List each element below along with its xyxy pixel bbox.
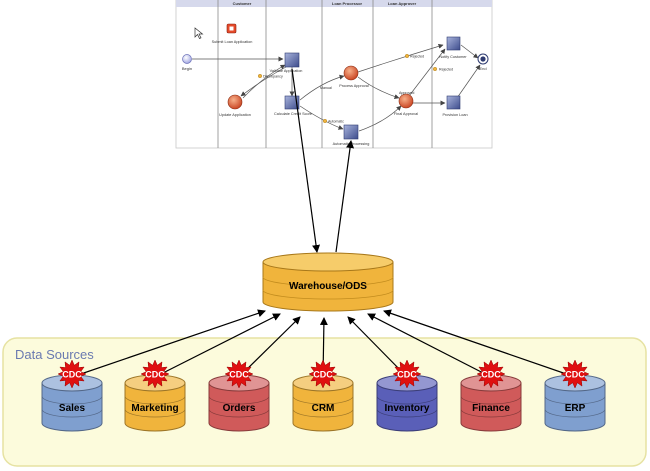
- flow-labels: Discrepancy Manual Automatic Approved Re…: [258, 54, 453, 124]
- gear-icon: [323, 118, 328, 123]
- credit-label: Calculate Credit Score: [274, 112, 312, 116]
- cdc-badge-icon: [308, 359, 338, 389]
- data-sources: SalesCDCMarketingCDCOrdersCDCCRMCDCInven…: [41, 359, 606, 432]
- process-decision: Process Approval: [339, 65, 369, 88]
- update-decision: Update Application: [219, 94, 251, 117]
- data-source-orders-cylinder: Orders CDC: [208, 359, 270, 432]
- notify-task: Notify Customer: [439, 36, 467, 59]
- workflow-frame: [175, 0, 493, 149]
- process-label: Process Approval: [339, 84, 369, 88]
- begin-label: Begin: [182, 66, 192, 71]
- workflow-diagram: Customer Loan Processor Loan Approver: [175, 0, 493, 149]
- cdc-badge-icon: [224, 359, 254, 389]
- lane-label-loan-approver: Loan Approver: [388, 1, 417, 6]
- data-source-label: Sales: [59, 403, 86, 414]
- provision-label: Provision Loan: [442, 113, 467, 117]
- cdc-badge-label: CDC: [313, 370, 333, 380]
- data-source-inventory-cylinder: Inventory CDC: [376, 359, 438, 432]
- lane-header-bar: [176, 0, 492, 7]
- warehouse-cylinder: Warehouse/ODS: [262, 252, 394, 312]
- cdc-badge-icon: [392, 359, 422, 389]
- lane-label-loan-processor: Loan Processor: [332, 1, 363, 6]
- cdc-badge-label: CDC: [229, 370, 249, 380]
- validate-label: Validate Application: [270, 69, 303, 73]
- data-source-finance-cylinder: Finance CDC: [460, 359, 522, 432]
- rejected-label: Rejected: [410, 55, 424, 59]
- cdc-badge-icon: [57, 359, 87, 389]
- provision-task: Provision Loan: [442, 95, 468, 117]
- cdc-badge-label: CDC: [397, 370, 417, 380]
- submit-task: Submit Loan Application: [212, 23, 253, 44]
- update-label: Update Application: [219, 113, 251, 117]
- source-arrow: [367, 313, 492, 378]
- discrepancy-label: Discrepancy: [263, 75, 283, 79]
- validate-task: Validate Application: [270, 52, 303, 73]
- gear-icon: [433, 66, 438, 71]
- data-source-label: CRM: [312, 403, 335, 414]
- cdc-badge-icon: [140, 359, 170, 389]
- data-source-label: Orders: [223, 403, 256, 414]
- cdc-badge-label: CDC: [565, 370, 585, 380]
- data-source-marketing-cylinder: Marketing CDC: [124, 359, 186, 432]
- data-source-sales-cylinder: Sales CDC: [41, 359, 103, 432]
- credit-task: Calculate Credit Score: [274, 95, 312, 116]
- mouse-cursor-icon: [194, 27, 204, 39]
- cdc-badge-label: CDC: [481, 370, 501, 380]
- gear-icon: [405, 54, 410, 59]
- cdc-badge-label: CDC: [62, 370, 82, 380]
- data-source-label: Inventory: [384, 403, 429, 414]
- gear-icon: [258, 73, 263, 78]
- start-event: Begin: [182, 54, 192, 71]
- submit-label: Submit Loan Application: [212, 40, 253, 44]
- data-sources-title: Data Sources: [15, 347, 94, 362]
- data-source-label: Finance: [472, 403, 510, 414]
- source-arrow: [383, 309, 576, 378]
- automatic-label: Automatic: [328, 120, 344, 124]
- data-source-erp-cylinder: ERP CDC: [544, 359, 606, 432]
- warehouse-workflow-arrows: [291, 68, 355, 253]
- warehouse-label: Warehouse/ODS: [289, 281, 367, 292]
- final-decision: Final Approval: [394, 93, 418, 116]
- notify-label: Notify Customer: [439, 55, 467, 59]
- source-arrow: [71, 309, 266, 378]
- final-label: Final Approval: [394, 112, 418, 116]
- lane-label-customer: Customer: [233, 1, 252, 6]
- end-event: End: [477, 53, 489, 71]
- data-source-label: ERP: [565, 403, 586, 414]
- cdc-badge-label: CDC: [145, 370, 165, 380]
- cdc-badge-icon: [476, 359, 506, 389]
- data-source-label: Marketing: [131, 403, 178, 414]
- lane-dividers: [217, 0, 433, 148]
- cdc-badge-icon: [560, 359, 590, 389]
- approved-label: Approved: [399, 91, 414, 95]
- source-arrow: [154, 313, 281, 378]
- manual-label: Manual: [320, 86, 332, 90]
- end-label: End: [479, 66, 486, 71]
- rejected-label: Rejected: [439, 68, 453, 72]
- data-source-crm-cylinder: CRM CDC: [292, 359, 354, 432]
